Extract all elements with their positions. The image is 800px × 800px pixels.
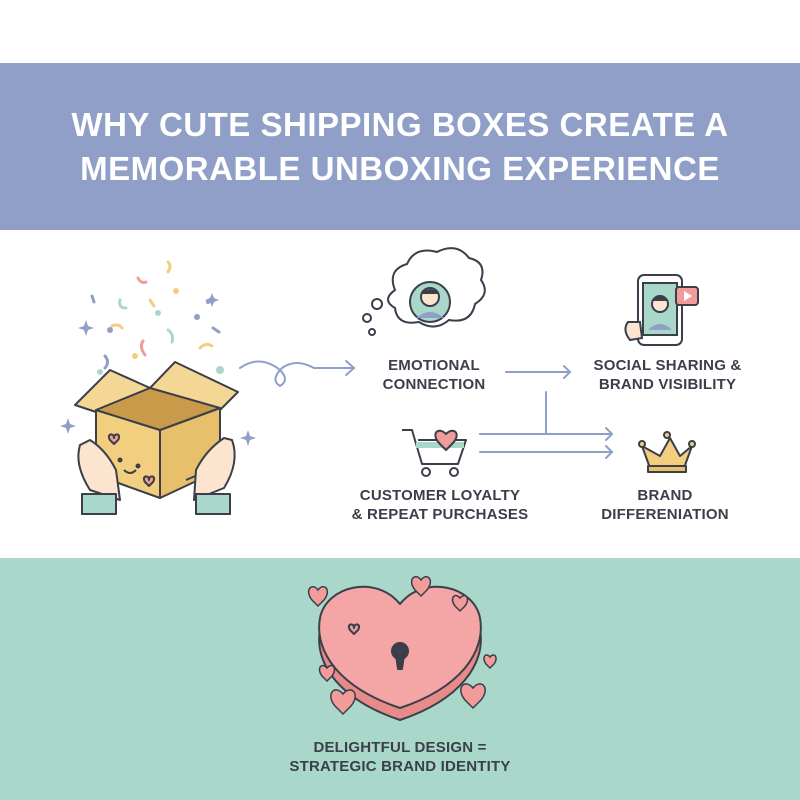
- title-line-2: MEMORABLE UNBOXING EXPERIENCE: [80, 149, 720, 187]
- node-emotional-line-1: EMOTIONAL: [388, 357, 480, 374]
- crown-icon: [638, 431, 696, 473]
- node-emotional-line-2: CONNECTION: [382, 376, 486, 393]
- footer-line-1: DELIGHTFUL DESIGN =: [313, 739, 487, 756]
- shopping-cart-heart-icon: [402, 429, 467, 477]
- hands-icon: [77, 437, 236, 515]
- footer-caption: DELIGHTFUL DESIGN = STRATEGIC BRAND IDEN…: [250, 738, 550, 776]
- node-emotional-connection: EMOTIONAL CONNECTION: [370, 356, 498, 394]
- node-loyalty-line-1: CUSTOMER LOYALTY: [359, 487, 521, 504]
- arrow-connector-loyalty: [479, 391, 547, 435]
- node-brand-differentiation: BRAND DIFFERENIATION: [590, 486, 740, 524]
- title-banner: WHY CUTE SHIPPING BOXES CREATE A MEMORAB…: [0, 63, 800, 230]
- flow-arrows: [479, 365, 614, 459]
- node-loyalty-line-2: & REPEAT PURCHASES: [351, 506, 529, 523]
- node-brand-line-2: DIFFERENIATION: [601, 506, 729, 523]
- heart-lock-icon: [318, 585, 482, 721]
- node-social-sharing: SOCIAL SHARING & BRAND VISIBILITY: [585, 356, 750, 394]
- confetti-icon: [90, 260, 221, 388]
- node-social-line-1: SOCIAL SHARING &: [593, 357, 742, 374]
- curly-arrow-icon: [239, 360, 356, 388]
- sparkle-icon: [60, 293, 256, 446]
- top-margin: [0, 0, 800, 63]
- node-brand-line-1: BRAND: [637, 487, 693, 504]
- footer-line-2: STRATEGIC BRAND IDENTITY: [289, 758, 511, 775]
- node-customer-loyalty: CUSTOMER LOYALTY & REPEAT PURCHASES: [345, 486, 535, 524]
- thought-bubble-face-icon: [362, 247, 486, 336]
- confetti-dots-icon: [97, 288, 224, 375]
- node-social-line-2: BRAND VISIBILITY: [598, 376, 737, 393]
- title-line-1: WHY CUTE SHIPPING BOXES CREATE A: [71, 105, 729, 143]
- phone-video-icon: [624, 274, 699, 346]
- floating-hearts-icon: [307, 576, 497, 716]
